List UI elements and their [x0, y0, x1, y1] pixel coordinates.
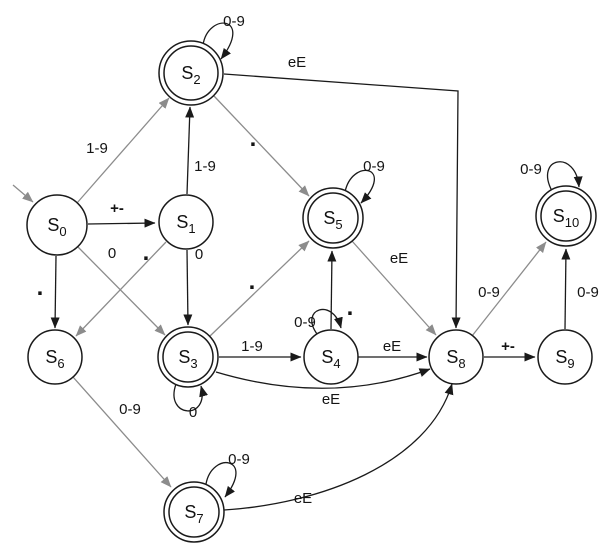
state-label-S7: S7 [184, 502, 203, 526]
state-inner-circle-S7 [168, 486, 220, 538]
edge-label-S6-S7: 0-9 [119, 401, 141, 418]
state-circle-S8 [428, 329, 484, 385]
edge-label-S8-S10: 0-9 [478, 284, 500, 301]
edge-label-S3-S5: . [249, 268, 256, 295]
state-S1: S1 [158, 194, 214, 250]
edge-label-S0-S6: . [37, 274, 44, 301]
state-label-S8: S8 [446, 347, 465, 371]
state-S5: S5 [302, 187, 364, 249]
edge-S1-S6 [75, 241, 167, 337]
state-label-S1: S1 [176, 212, 195, 236]
edge-S1-S2 [185, 106, 195, 195]
state-S6: S6 [27, 329, 83, 385]
edge-label-S3-S4: 1-9 [241, 338, 263, 355]
edge-S8-S10 [471, 241, 547, 337]
state-inner-circle-S2 [163, 45, 219, 101]
edge-label-S1-S6: . [143, 239, 150, 266]
state-label-S9: S9 [555, 347, 574, 371]
state-label-S6: S6 [45, 347, 64, 371]
state-label-S5: S5 [323, 208, 342, 232]
edge-label-S2-S2: 0-9 [223, 13, 245, 30]
edge-label-S3-S3: 0 [189, 404, 197, 421]
edge-label-S7-S7: 0-9 [228, 451, 250, 468]
edge-label-S2-S8: eE [288, 54, 306, 71]
edge-S3-S5 [209, 240, 310, 337]
edge-S10-S10 [546, 161, 583, 192]
edge-S2-S5 [213, 95, 310, 197]
edge-S4-S4 [311, 308, 343, 335]
edge-label-S9-S10: 0-9 [577, 284, 599, 301]
edge-label-S3-S8: eE [322, 391, 340, 408]
edge-label-S0-S2: 1-9 [86, 140, 108, 157]
state-S2: S2 [158, 40, 224, 106]
edge-S0-S3 [77, 246, 166, 336]
edge-label-S10-S10: 0-9 [520, 161, 542, 178]
state-S7: S7 [163, 481, 225, 543]
edge-label-S0-S1: +- [110, 200, 124, 217]
state-S0: S0 [26, 194, 88, 256]
state-label-S0: S0 [47, 215, 66, 239]
state-circle-S10 [535, 185, 597, 247]
state-S9: S9 [537, 329, 593, 385]
edge-S3-S8 [215, 368, 431, 389]
edge-S7-S8 [223, 383, 454, 511]
edge-S2-S8 [223, 73, 461, 329]
edge-label-S4-S5: . [347, 294, 354, 321]
start-arrow [12, 184, 34, 203]
edge-S0-S1 [87, 218, 156, 228]
state-circle-S3 [157, 326, 219, 388]
edge-S6-S7 [72, 376, 172, 488]
edge-S2-S2 [202, 22, 234, 60]
edge-label-S1-S2: 1-9 [194, 158, 216, 175]
state-label-S4: S4 [321, 347, 340, 371]
edge-label-S4-S8: eE [383, 338, 401, 355]
edge-S4-S5 [327, 250, 337, 330]
state-inner-circle-S5 [307, 192, 359, 244]
edge-S7-S7 [205, 462, 237, 498]
state-S4: S4 [303, 329, 359, 385]
edge-S9-S10 [561, 248, 571, 330]
edge-S0-S2 [76, 97, 170, 204]
edge-S1-S3 [183, 249, 193, 326]
edge-label-S8-S9: +- [501, 338, 515, 355]
edge-label-S2-S5: . [250, 125, 257, 152]
state-label-S3: S3 [178, 347, 197, 371]
edge-S5-S8 [351, 240, 437, 336]
state-inner-circle-S3 [162, 331, 214, 383]
state-circle-S7 [163, 481, 225, 543]
edge-S3-S3 [173, 383, 208, 412]
state-circle-S9 [537, 329, 593, 385]
edge-label-S4-S4: 0-9 [294, 314, 316, 331]
state-S10: S10 [535, 185, 597, 247]
edge-S0-S6 [50, 255, 60, 329]
state-circle-S5 [302, 187, 364, 249]
state-circle-S2 [158, 40, 224, 106]
state-S3: S3 [157, 326, 219, 388]
state-label-S2: S2 [181, 63, 200, 87]
edge-S5-S5 [344, 169, 375, 204]
edge-label-S7-S8: eE [294, 490, 312, 507]
state-inner-circle-S10 [540, 190, 592, 242]
edge-label-S5-S5: 0-9 [363, 158, 385, 175]
state-label-S10: S10 [553, 206, 579, 230]
edge-label-S0-S3: 0 [108, 245, 116, 262]
state-circle-S4 [303, 329, 359, 385]
state-circle-S6 [27, 329, 83, 385]
edge-label-S5-S8: eE [390, 250, 408, 267]
edge-label-S1-S3: 0 [195, 246, 203, 263]
state-S8: S8 [428, 329, 484, 385]
state-circle-S1 [158, 194, 214, 250]
state-circle-S0 [26, 194, 88, 256]
